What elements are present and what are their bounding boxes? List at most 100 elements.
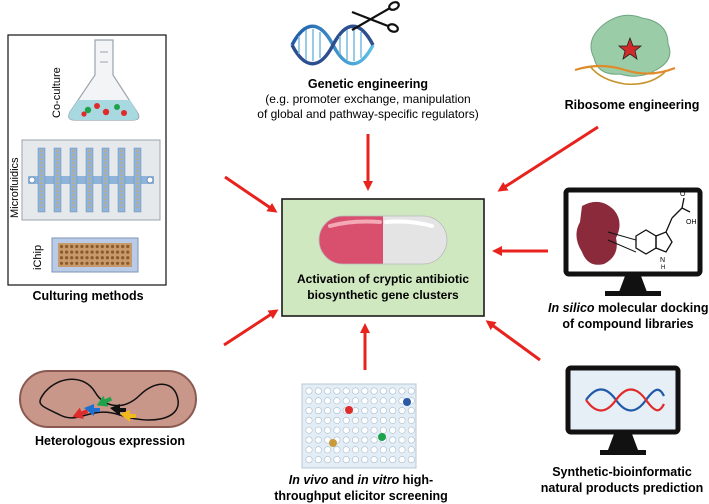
well <box>361 446 369 454</box>
synthetic-line1: Synthetic-bioinformatic <box>552 465 692 479</box>
coculture-label: Co-culture <box>51 67 63 118</box>
well <box>351 446 359 454</box>
genetic-sub1: (e.g. promoter exchange, manipulation <box>265 92 471 106</box>
well <box>342 426 350 434</box>
insilico-italic: In silico <box>548 301 595 315</box>
ichip-hole <box>80 256 84 260</box>
well <box>351 387 359 395</box>
well <box>379 446 387 454</box>
elicitor-line2: throughput elicitor screening <box>274 489 448 503</box>
well <box>361 407 369 415</box>
well <box>389 436 397 444</box>
ichip-hole <box>75 261 79 265</box>
well <box>407 387 415 395</box>
ichip-hole <box>105 244 109 249</box>
well <box>305 436 313 444</box>
ichip-hole <box>116 256 120 260</box>
well <box>361 456 369 464</box>
ichip-hole <box>85 261 89 265</box>
o-label: O <box>680 191 686 198</box>
well <box>342 387 350 395</box>
oh-label: OH <box>686 219 697 226</box>
well <box>351 416 359 424</box>
heterologous-title: Heterologous expression <box>34 434 186 448</box>
ichip-hole <box>116 261 120 265</box>
well <box>324 416 332 424</box>
ichip-hole <box>116 250 120 254</box>
genetic-sub2: of global and pathway-specific regulator… <box>257 107 479 121</box>
well <box>361 397 369 405</box>
well <box>314 407 322 415</box>
ichip-hole <box>70 256 74 260</box>
well <box>351 436 359 444</box>
red-well <box>345 406 353 414</box>
ichip-hole <box>75 250 79 254</box>
well <box>398 387 406 395</box>
well <box>379 387 387 395</box>
culturing-panel <box>7 34 167 286</box>
well <box>379 397 387 405</box>
h-label: H <box>661 265 665 271</box>
bacterium-icon <box>19 370 197 428</box>
well <box>389 397 397 405</box>
ichip-hole <box>121 256 125 260</box>
ichip-hole <box>85 244 89 249</box>
ichip-hole <box>90 256 94 260</box>
ichip-hole <box>100 256 104 260</box>
well <box>342 456 350 464</box>
green-well <box>378 433 386 441</box>
ichip-hole <box>95 261 99 265</box>
synthetic-line2: natural products prediction <box>540 481 704 495</box>
elicitor-italic-a: In vivo <box>288 473 329 487</box>
well <box>314 416 322 424</box>
ichip-icon <box>51 237 139 273</box>
ichip-hole <box>95 250 99 254</box>
arrow-synthetic <box>485 320 541 362</box>
ichip-hole <box>59 250 64 254</box>
star-icon <box>617 36 643 60</box>
nh-label: N <box>660 257 665 264</box>
well <box>398 446 406 454</box>
well <box>305 456 313 464</box>
well <box>361 436 369 444</box>
ichip-hole <box>110 256 115 260</box>
well <box>342 397 350 405</box>
well <box>305 426 313 434</box>
ichip-hole <box>65 244 69 249</box>
ichip-hole <box>85 256 89 260</box>
ichip-hole <box>100 244 104 249</box>
indole-molecule-icon <box>635 197 691 255</box>
well <box>361 426 369 434</box>
coculture-flask-icon <box>68 39 140 121</box>
insilico-line2: of compound libraries <box>562 317 694 331</box>
ichip-hole <box>70 250 74 254</box>
ichip-hole <box>105 250 109 254</box>
well <box>407 436 415 444</box>
well <box>342 436 350 444</box>
well <box>351 456 359 464</box>
well <box>333 416 341 424</box>
ichip-hole <box>121 250 125 254</box>
well <box>398 416 406 424</box>
ichip-hole <box>59 261 64 265</box>
genetic-title: Genetic engineering <box>307 77 429 91</box>
well <box>379 456 387 464</box>
ichip-hole <box>116 244 120 249</box>
ichip-hole <box>80 250 84 254</box>
well <box>305 387 313 395</box>
well <box>370 416 378 424</box>
well <box>389 446 397 454</box>
monitor-docking-icon <box>563 187 703 296</box>
well <box>333 407 341 415</box>
well <box>324 407 332 415</box>
well <box>314 426 322 434</box>
ichip-hole <box>100 250 104 254</box>
ichip-hole <box>126 244 130 249</box>
well <box>398 426 406 434</box>
arrow-ribosome <box>497 125 599 192</box>
culturing-title: Culturing methods <box>32 289 144 303</box>
ichip-hole <box>95 256 99 260</box>
well <box>351 426 359 434</box>
ichip-hole <box>121 244 125 249</box>
